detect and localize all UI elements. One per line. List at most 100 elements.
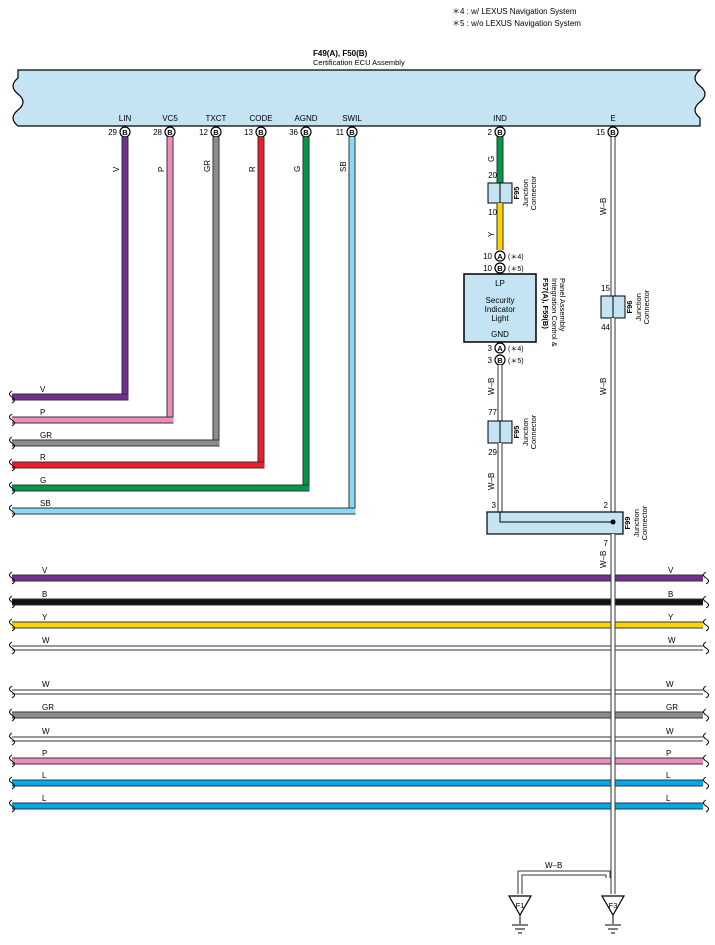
f99-pin-left: 3 [492,501,497,510]
indicator-label-gnd: GND [491,330,509,339]
indicator-top-pin-b-letter: B [497,264,503,273]
wire-label-left-exit-0: V [40,385,46,394]
ecu-pin-label-lin: LIN [119,114,132,123]
ecu-pin-number-agnd: 36 [289,128,298,137]
bus2-break-left-4 [9,776,15,790]
wire-label-left-exit-4: G [40,476,46,485]
ecu-pin-number-swil: 11 [336,128,345,137]
f99-pin-right: 2 [604,501,609,510]
indicator-top-pin-a-letter: A [497,252,503,261]
bus2-label-left-3: P [42,749,47,758]
bus-label-right-1: B [668,590,673,599]
bus2-break-left-5 [9,799,15,813]
f99-code: F99 [623,517,632,530]
bus2-break-right-4 [703,776,709,790]
indicator-top-pin-a-note: (＊4) [508,254,524,261]
indicator-bottom-pin-a-note: (＊4) [508,346,524,353]
bus2-label-right-5: L [666,794,671,803]
bus-label-left-1: B [42,590,47,599]
wire-label-vertical-swil: SB [339,161,348,172]
break-mark-left-5 [9,504,15,518]
ecu-assembly-body [12,69,706,127]
f95-lower-pin-bottom: 29 [488,448,497,457]
bus-break-left-3 [9,641,15,655]
ecu-pin-label-vc5: VC5 [162,114,178,123]
f96-name-1: Junction [634,293,643,321]
ecu-pin-number-e: 15 [596,128,605,137]
bus2-label-left-4: L [42,771,47,780]
bus-break-right-0 [703,571,709,585]
f95-lower-name-2: Connector [529,414,538,449]
ecu-pin-label-ind: IND [493,114,507,123]
wire-label-ind-green: G [487,156,496,162]
note-navigation-with: ＊4 : w/ LEXUS Navigation System [452,7,577,16]
wire-label-vertical-code: R [248,166,257,172]
indicator-bottom-pin-b-letter: B [497,356,503,365]
bus2-label-left-1: GR [42,703,54,712]
f95-upper-pin-bottom: 10 [488,208,497,217]
ecu-pin-label-e: E [610,114,615,123]
wire-label-left-exit-5: SB [40,499,51,508]
bus2-label-right-1: GR [666,703,678,712]
f95-lower-pin-top: 77 [488,408,497,417]
break-mark-left-4 [9,481,15,495]
indicator-line-1: Indicator [485,305,516,314]
f96-code: F96 [625,301,634,314]
ecu-pin-connector-code-letter: B [258,128,264,137]
ecu-pin-connector-txct-letter: B [213,128,219,137]
bus-break-left-2 [9,618,15,632]
indicator-bottom-pin-b-note: (＊5) [508,358,524,365]
wire-label-vertical-txct: GR [203,160,212,172]
indicator-name-2: Panel Assembly [558,278,567,332]
indicator-top-pin-b-number: 10 [483,264,492,273]
bus2-label-left-2: W [42,727,50,736]
bus2-break-left-1 [9,708,15,722]
wire-label-left-exit-1: P [40,408,45,417]
bus-label-right-3: W [668,636,676,645]
ecu-pin-number-ind: 2 [488,128,493,137]
indicator-top-pin-b-note: (＊5) [508,266,524,273]
bus-break-right-1 [703,595,709,609]
f95-upper-code: F95 [512,187,521,200]
break-mark-left-2 [9,436,15,450]
wire-ground-f1 [518,871,610,894]
bus2-break-right-0 [703,685,709,699]
bus2-break-left-2 [9,732,15,746]
wire-label-vertical-agnd: G [293,166,302,172]
indicator-top-pin-a-number: 10 [483,252,492,261]
wire-label-left-exit-2: GR [40,431,52,440]
bus2-label-left-0: W [42,680,50,689]
ecu-pin-connector-e-letter: B [610,128,616,137]
f96-pin-bottom: 44 [601,323,610,332]
ecu-pin-label-agnd: AGND [294,114,317,123]
ecu-pin-number-vc5: 28 [153,128,162,137]
f96-pin-top: 15 [601,284,610,293]
ecu-pin-connector-ind-letter: B [497,128,503,137]
ecu-pin-connector-agnd-letter: B [303,128,309,137]
wire-label-left-exit-3: R [40,453,46,462]
bus-break-left-1 [9,595,15,609]
indicator-bottom-pin-a-number: 3 [488,344,493,353]
wire-label-f95-to-f99: W–B [487,473,496,490]
ground-f3-label: F3 [609,901,618,910]
ecu-pin-number-lin: 29 [108,128,117,137]
bus2-break-right-2 [703,732,709,746]
indicator-label-lp: LP [495,279,505,288]
bus2-break-left-0 [9,685,15,699]
bus-label-right-0: V [668,566,674,575]
ecu-pin-label-txct: TXCT [206,114,227,123]
bus2-label-right-3: P [666,749,671,758]
note-navigation-without: ＊5 : w/o LEXUS Navigation System [452,19,581,28]
indicator-code: F57(A), F59(B) [541,278,550,329]
f96-name-2: Connector [642,289,651,324]
f95-upper-pin-top: 20 [488,171,497,180]
wire-label-e-lower: W–B [599,551,608,568]
f95-lower-code: F95 [512,426,521,439]
bus-break-right-2 [703,618,709,632]
bus-label-left-3: W [42,636,50,645]
indicator-light-box [463,273,537,343]
indicator-bottom-pin-a-letter: A [497,344,503,353]
ground-f1-triangle [507,895,533,917]
ecu-name: Certification ECU Assembly [313,58,405,67]
